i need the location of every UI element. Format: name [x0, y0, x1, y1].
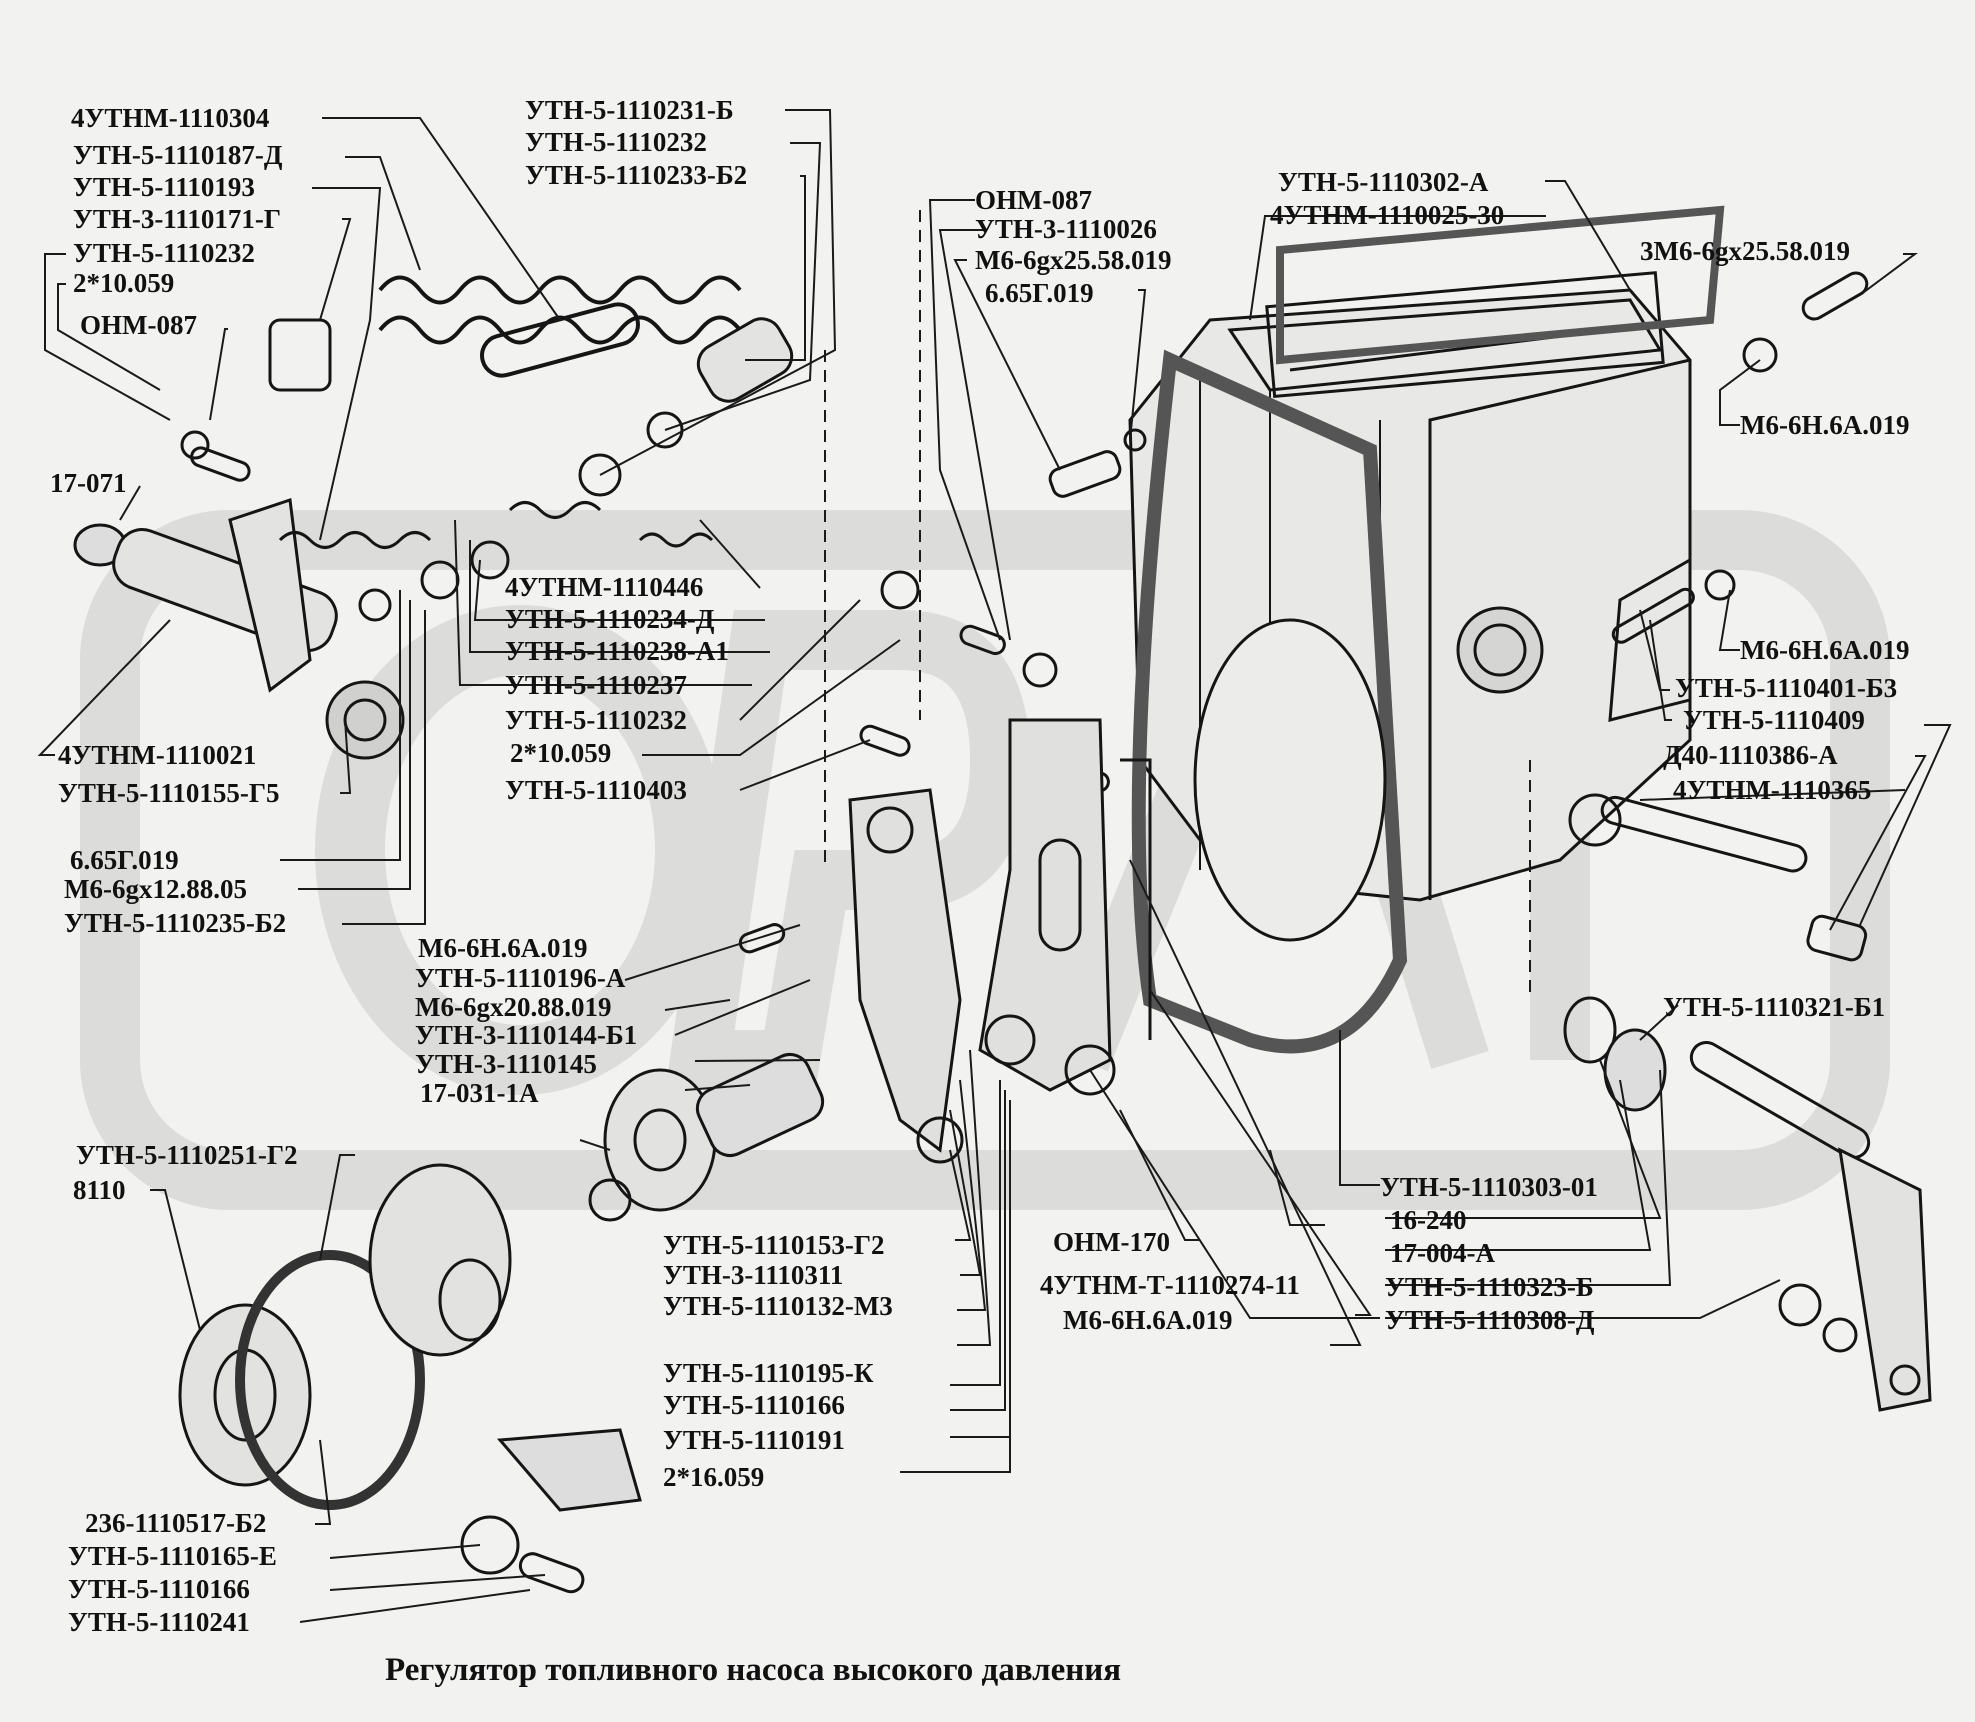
part-label: УТН-3-1110145 [415, 1049, 597, 1079]
part-label: УТН-5-1110241 [68, 1607, 250, 1637]
part-label: УТН-5-1110233-Б2 [525, 160, 748, 190]
part-label: УТН-3-1110311 [663, 1260, 844, 1290]
part-label: УТН-5-1110166 [68, 1574, 250, 1604]
part-label: УТН-5-1110409 [1683, 705, 1865, 735]
part-label: 4УТНМ-Т-1110274-11 [1040, 1270, 1300, 1300]
part-label: ОНМ-087 [80, 310, 197, 340]
part-label: УТН-5-1110155-Г5 [58, 778, 280, 808]
part-label: УТН-5-1110196-А [415, 963, 626, 993]
part-label: УТН-5-1110193 [73, 172, 255, 202]
part-label: М6-6gx25.58.019 [975, 245, 1172, 275]
part-label: УТН-5-1110302-А [1278, 167, 1489, 197]
part-label: УТН-5-1110232 [73, 238, 255, 268]
part-label: 8110 [73, 1175, 126, 1205]
part-label: 4УТНМ-1110446 [505, 572, 704, 602]
part-label: УТН-5-1110195-К [663, 1358, 874, 1388]
part-label: М6-6Н.6А.019 [1063, 1305, 1233, 1335]
part-label: 17-031-1А [420, 1078, 539, 1108]
part-label: М6-6Н.6А.019 [1740, 410, 1910, 440]
part-label: УТН-5-1110238-А1 [505, 636, 729, 666]
part-label: УТН-5-1110321-Б1 [1663, 992, 1886, 1022]
part-label: УТН-3-1110026 [975, 214, 1157, 244]
part-label: УТН-5-1110251-Г2 [76, 1140, 298, 1170]
part-label: 4УТНМ-1110304 [71, 103, 270, 133]
dashed-axis-lines [824, 210, 1531, 1000]
part-label: 17-071 [50, 468, 127, 498]
part-label: М6-6Н.6А.019 [418, 933, 588, 963]
part-label: УТН-5-1110191 [663, 1425, 845, 1455]
part-label: 2*10.059 [510, 738, 612, 768]
part-label: Д40-1110386-А [1663, 740, 1838, 770]
part-label: УТН-5-1110303-01 [1380, 1172, 1598, 1202]
flyweight-assembly [178, 1053, 825, 1594]
part-label: УТН-5-1110153-Г2 [663, 1230, 885, 1260]
part-label: 3М6-6gx25.58.019 [1640, 236, 1850, 266]
control-lever-assembly [73, 318, 432, 760]
part-label: 4УТНМ-1110025-30 [1270, 200, 1505, 230]
part-label: 6.65Г.019 [985, 278, 1094, 308]
part-label: УТН-5-1110235-Б2 [64, 908, 287, 938]
part-label: 2*10.059 [73, 268, 175, 298]
governor-spring [378, 275, 742, 378]
part-label: УТН-5-1110231-Б [525, 95, 734, 125]
part-label: 17-004-А [1390, 1238, 1495, 1268]
part-label: УТН-5-1110401-Б3 [1675, 673, 1898, 703]
part-label: УТН-5-1110166 [663, 1390, 845, 1420]
part-label: ОНМ-087 [975, 185, 1092, 215]
part-label: 236-1110517-Б2 [85, 1508, 267, 1538]
part-label: УТН-3-1110144-Б1 [415, 1020, 638, 1050]
part-label: М6-6gx12.88.05 [64, 874, 247, 904]
part-label: УТН-5-1110187-Д [73, 140, 283, 170]
housing-gasket [1131, 205, 1725, 1054]
leader-lines [37, 109, 1952, 1623]
part-label: М6-6Н.6А.019 [1740, 635, 1910, 665]
part-label: УТН-5-1110403 [505, 775, 687, 805]
part-label: 4УТНМ-1110365 [1673, 775, 1872, 805]
part-label: УТН-5-1110165-Е [68, 1541, 277, 1571]
part-label: УТН-5-1110308-Д [1385, 1305, 1595, 1335]
part-label: 6.65Г.019 [70, 845, 179, 875]
diagram-title: Регулятор топливного насоса высокого дав… [385, 1652, 1122, 1688]
part-label: УТН-5-1110232 [525, 127, 707, 157]
part-label: УТН-5-1110132-М3 [663, 1291, 893, 1321]
part-label: 4УТНМ-1110021 [58, 740, 257, 770]
governor-levers [848, 652, 1152, 1164]
part-label: УТН-5-1110232 [505, 705, 687, 735]
part-label: 2*16.059 [663, 1462, 765, 1492]
part-label: УТН-5-1110323-Б [1385, 1272, 1594, 1302]
output-shaft-lever [1048, 271, 1932, 1412]
part-label: УТН-5-1110234-Д [505, 604, 715, 634]
part-label: М6-6gx20.88.019 [415, 992, 612, 1022]
part-label: ОНМ-170 [1053, 1227, 1170, 1257]
part-label: УТН-3-1110171-Г [73, 204, 281, 234]
part-label: 16-240 [1390, 1205, 1467, 1235]
part-label: УТН-5-1110237 [505, 670, 687, 700]
